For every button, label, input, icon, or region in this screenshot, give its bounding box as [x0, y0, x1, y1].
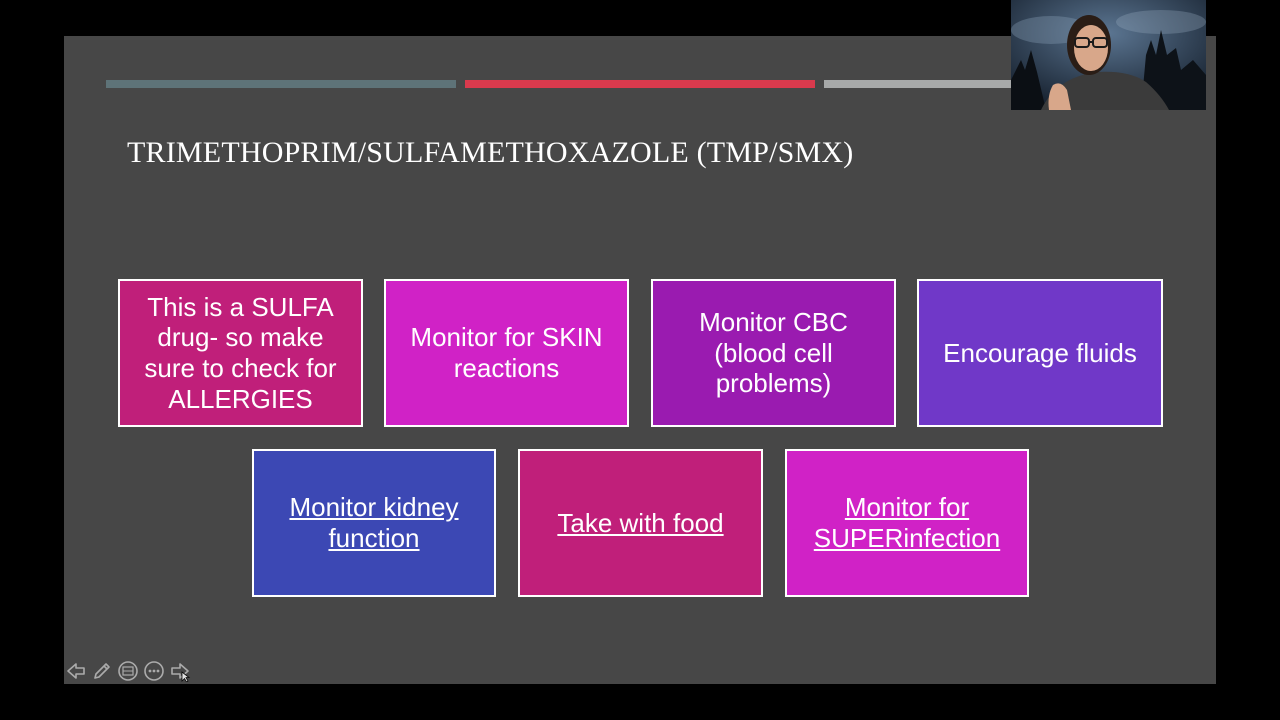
box-text: Monitor CBC (blood cell problems): [699, 306, 848, 399]
presenter-video-icon: [1011, 0, 1206, 110]
box-text: This is a SULFA drug- so make sure to ch…: [144, 291, 337, 414]
more-options-icon[interactable]: [142, 660, 165, 683]
box-encourage-fluids: Encourage fluids: [917, 279, 1163, 427]
accent-bar-red: [465, 80, 815, 88]
slides-grid-icon[interactable]: [116, 660, 139, 683]
box-text: Monitor for SKIN reactions: [410, 322, 603, 383]
box-monitor-cbc: Monitor CBC (blood cell problems): [651, 279, 896, 427]
box-take-with-food[interactable]: Take with food: [518, 449, 763, 597]
accent-bar-gray: [106, 80, 456, 88]
slide-title: TRIMETHOPRIM/SULFAMETHOXAZOLE (TMP/SMX): [127, 136, 854, 169]
next-arrow-icon[interactable]: [168, 660, 191, 683]
box-kidney-function[interactable]: Monitor kidney function: [252, 449, 496, 597]
box-link-text[interactable]: Monitor kidney function: [289, 492, 459, 553]
accent-bar-light: [824, 80, 1174, 88]
slide: TRIMETHOPRIM/SULFAMETHOXAZOLE (TMP/SMX) …: [64, 36, 1216, 684]
previous-arrow-icon[interactable]: [64, 660, 87, 683]
slideshow-toolbar: [64, 658, 191, 684]
box-link-text[interactable]: Take with food: [557, 507, 724, 538]
box-superinfection[interactable]: Monitor for SUPERinfection: [785, 449, 1029, 597]
pen-icon[interactable]: [90, 660, 113, 683]
box-sulfa-allergy: This is a SULFA drug- so make sure to ch…: [118, 279, 363, 427]
presenter-webcam: [1011, 0, 1206, 110]
box-text: Encourage fluids: [943, 337, 1137, 368]
box-skin-reactions: Monitor for SKIN reactions: [384, 279, 629, 427]
box-link-text[interactable]: Monitor for SUPERinfection: [813, 492, 1001, 553]
